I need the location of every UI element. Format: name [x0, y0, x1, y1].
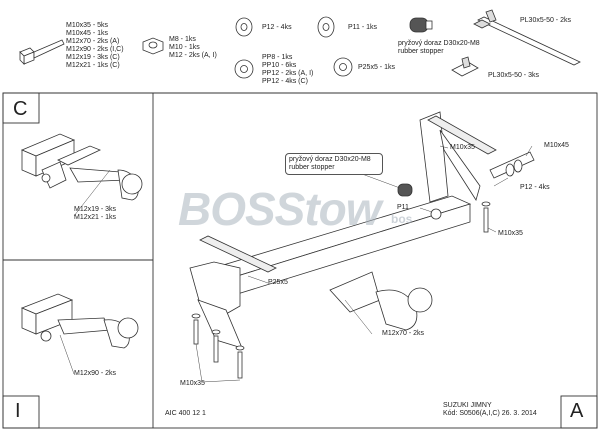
plate-small-label: PL30x5-50 - 3ks — [488, 72, 539, 79]
washer-p12-label: P12 - 4ks — [262, 24, 292, 31]
leader-c — [73, 169, 111, 217]
callout-line-cz: pryžový doraz D30x20-M8 — [289, 156, 371, 163]
panel-letter-c: C — [13, 98, 28, 120]
leader-m12x70 — [344, 299, 373, 335]
plate-small-icon — [451, 56, 479, 77]
leader-p12 — [493, 177, 509, 187]
bolt-item: M12x19 - 3ks (C) — [66, 54, 120, 61]
bolt-item: M10x45 - 1ks — [66, 30, 109, 37]
plate-large-label: PL30x5-50 - 2ks — [520, 17, 571, 24]
nut-item: M10 - 1ks — [169, 44, 200, 51]
nut-list: M8 - 1ks M10 - 1ks M12 - 2ks (A, I) — [169, 36, 217, 60]
spring-washer-item: PP10 - 6ks — [262, 62, 297, 69]
leader-p11 — [419, 207, 433, 213]
stopper-label: pryžový doraz D30x20-M8 rubber stopper — [398, 40, 480, 56]
variant-a-drawing — [189, 111, 535, 379]
washer-p12-icon — [235, 17, 253, 37]
leader-m10x35-right — [487, 227, 497, 233]
label-m10x35-top: M10x35 — [450, 144, 475, 151]
label-m10x45: M10x45 — [544, 142, 569, 149]
stopper-callout: pryžový doraz D30x20-M8 rubber stopper — [285, 153, 383, 175]
leader-m10x35-bottom — [195, 343, 203, 383]
letter-box-c — [2, 92, 40, 124]
c-label-item: M12x19 - 3ks — [74, 206, 117, 213]
panel-letter-i: I — [15, 400, 21, 422]
bolt-item: M12x90 - 2ks (I,C) — [66, 46, 124, 53]
panel-letter-a: A — [570, 400, 584, 422]
label-p25x5: P25x5 — [268, 279, 288, 286]
label-m10x35-right: M10x35 — [498, 230, 523, 237]
bolt-item: M12x70 - 2ks (A) — [66, 38, 120, 45]
leader-i — [59, 334, 75, 375]
leader-stopper — [361, 173, 401, 189]
bolt-icon — [19, 39, 65, 65]
stopper-label-en: rubber stopper — [398, 48, 444, 55]
variant-i-drawing — [20, 293, 139, 349]
nut-item: M8 - 1ks — [169, 36, 196, 43]
callout-line-en: rubber stopper — [289, 164, 335, 171]
label-m12x70: M12x70 - 2ks — [382, 330, 425, 337]
rubber-stopper-icon — [409, 17, 433, 33]
i-panel-label: M12x90 - 2ks — [74, 370, 117, 377]
plate-large-icon — [473, 9, 581, 66]
bolt-list: M10x35 - 5ks M10x45 - 1ks M12x70 - 2ks (… — [66, 22, 124, 70]
spring-washer-item: PP12 - 2ks (A, I) — [262, 70, 314, 77]
washer-p25-label: P25x5 - 1ks — [358, 64, 395, 71]
spring-washer-icon — [234, 59, 254, 79]
letter-box-i — [2, 395, 40, 429]
watermark-logo: BOSStow — [178, 183, 382, 235]
letter-box-a — [560, 395, 598, 429]
variant-c-drawing — [20, 133, 143, 201]
bolt-item: M12x21 - 1ks (C) — [66, 62, 120, 69]
watermark-sub: bos — [391, 212, 413, 226]
leader-m10x35-top — [439, 145, 449, 149]
bolt-item: M10x35 - 5ks — [66, 22, 109, 29]
spring-washer-list: PP8 - 1ks PP10 - 6ks PP12 - 2ks (A, I) P… — [262, 54, 313, 86]
c-panel-labels: M12x19 - 3ks M12x21 - 1ks — [74, 206, 116, 222]
spring-washer-item: PP8 - 1ks — [262, 54, 293, 61]
vehicle-name: SUZUKI JIMNY — [443, 402, 492, 409]
washer-p11-label: P11 - 1ks — [348, 24, 378, 31]
washer-p25-icon — [333, 57, 353, 77]
leader-p25 — [247, 275, 269, 284]
washer-p11-icon — [317, 16, 335, 38]
leader-m10x45 — [525, 145, 533, 157]
nut-icon — [142, 37, 164, 55]
stopper-label-cz: pryžový doraz D30x20-M8 — [398, 40, 480, 47]
drawing-code: AIC 400 12 1 — [165, 410, 206, 417]
label-m10x35-bottom: M10x35 — [180, 380, 205, 387]
label-p12: P12 - 4ks — [520, 184, 550, 191]
label-p11: P11 — [397, 204, 409, 211]
spring-washer-item: PP12 - 4ks (C) — [262, 78, 308, 85]
nut-item: M12 - 2ks (A, I) — [169, 52, 217, 59]
kod-date: Kód: S0506(A,I,C) 26. 3. 2014 — [443, 410, 537, 417]
c-label-item: M12x21 - 1ks — [74, 214, 117, 221]
